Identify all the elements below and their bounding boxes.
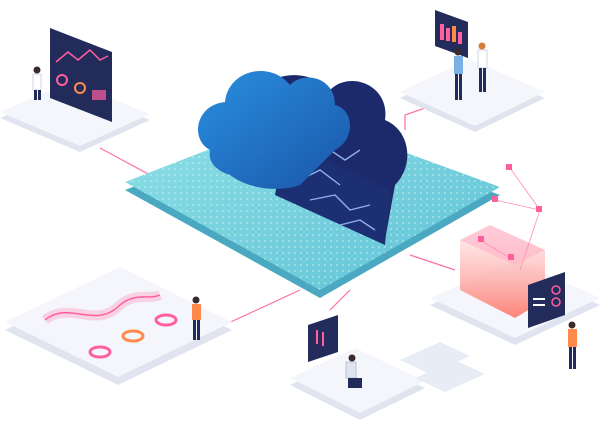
analytics-tile-top-left (0, 28, 150, 152)
chart-panel-icon (435, 10, 468, 58)
person-icon (345, 354, 362, 388)
person-icon (568, 321, 577, 369)
cloud-icon (198, 70, 408, 245)
person-icon (477, 42, 488, 92)
person-icon (32, 66, 42, 100)
workstation-tile-bottom-center (290, 315, 425, 420)
analytics-dashboard-icon (50, 28, 112, 122)
laptop-icon (308, 315, 338, 362)
analytics-tile-bottom-left (5, 267, 232, 385)
server-icon (400, 164, 600, 392)
person-icon (192, 296, 201, 340)
team-tile-top-right (400, 10, 545, 132)
chart-panel-icon (528, 272, 565, 328)
person-icon (454, 48, 463, 100)
